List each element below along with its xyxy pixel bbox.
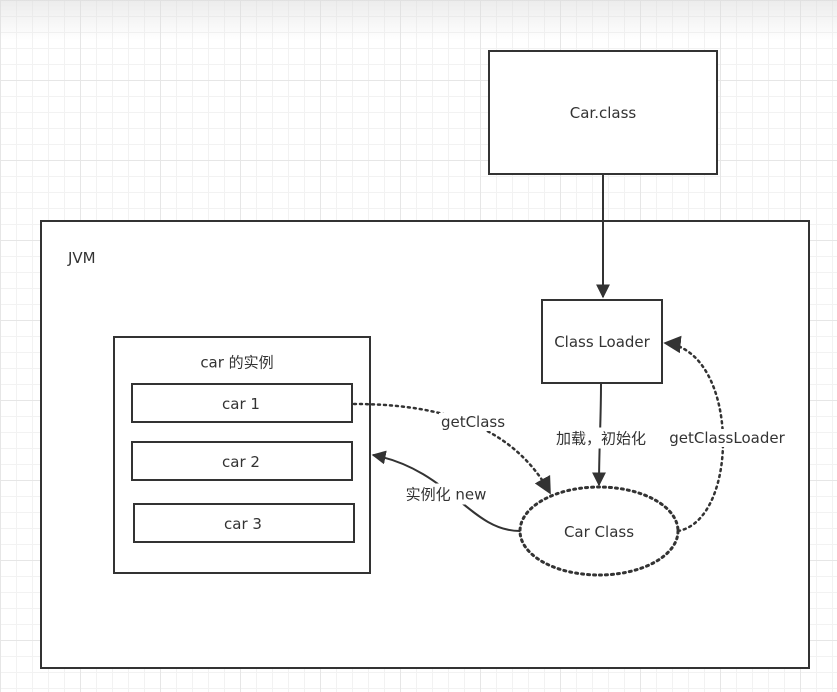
edge-load-init-label: 加载，初始化 (553, 427, 649, 449)
instance-car-1-box[interactable] (131, 383, 353, 423)
canvas-top-shade (0, 0, 837, 40)
instance-car-3-box[interactable] (133, 503, 355, 543)
jvm-label: JVM (68, 249, 96, 267)
instances-title: car 的实例 (200, 353, 274, 372)
edge-getclass-label: getClass (438, 413, 508, 431)
edge-instantiate-label: 实例化 new (403, 483, 489, 505)
car-class-file-label: Car.class (569, 104, 637, 122)
class-loader-node[interactable] (541, 299, 663, 384)
car-class-file-node[interactable] (488, 50, 718, 175)
edge-getclassloader-label: getClassLoader (667, 429, 787, 447)
car-class-label: Car Class (563, 523, 635, 541)
class-loader-label: Class Loader (554, 333, 650, 351)
instance-car-3-label: car 3 (224, 515, 262, 533)
instance-car-2-label: car 2 (222, 453, 260, 471)
instance-car-2-box[interactable] (131, 441, 353, 481)
instance-car-1-label: car 1 (222, 395, 260, 413)
